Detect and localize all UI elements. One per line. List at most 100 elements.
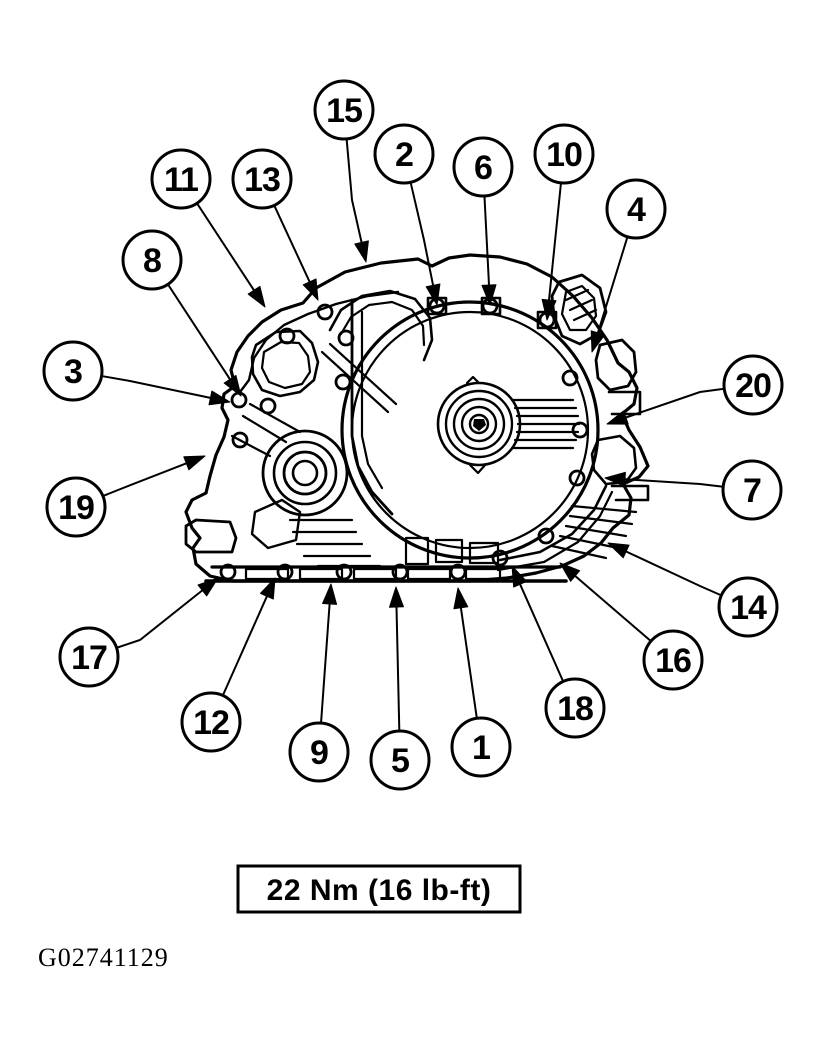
crank-hub-keyway — [473, 419, 486, 431]
callout-7[interactable]: 7 — [604, 459, 783, 521]
leader-arrowhead-15 — [354, 240, 369, 263]
callout-2[interactable]: 2 — [373, 123, 441, 306]
crank-hub-ring-5 — [468, 413, 490, 435]
crank-hub-tab — [465, 375, 480, 385]
leader-arrowhead-8 — [223, 374, 242, 397]
callout-bubble-2[interactable] — [373, 123, 435, 185]
callout-5[interactable]: 5 — [369, 586, 431, 791]
bolt-hole — [334, 373, 352, 391]
bolt-hole — [276, 563, 294, 581]
leader-line-10 — [548, 182, 562, 302]
leader-line-1 — [459, 606, 478, 719]
callout-bubble-5[interactable] — [369, 729, 431, 791]
callout-3[interactable]: 3 — [42, 340, 231, 406]
right-upper-hatching — [564, 288, 598, 322]
lower-left-triangular-pad — [250, 498, 302, 550]
callout-bubble-9[interactable] — [288, 721, 350, 783]
callout-9[interactable]: 9 — [288, 583, 350, 783]
leader-arrowhead-3 — [208, 390, 231, 406]
timing-arch-rib — [328, 289, 434, 362]
callout-number-13: 13 — [244, 161, 280, 199]
crank-hub-bottom-tab — [468, 462, 488, 475]
bolt-hole — [230, 391, 248, 409]
callout-number-19: 19 — [58, 489, 94, 527]
leader-line-5 — [395, 606, 401, 731]
callout-20[interactable]: 20 — [606, 354, 784, 425]
callout-bubble-1[interactable] — [450, 716, 512, 778]
callout-bubble-6[interactable] — [452, 136, 514, 198]
callout-13[interactable]: 13 — [231, 148, 319, 301]
leader-line-9 — [320, 602, 331, 724]
water-pump-pad-inner — [260, 340, 312, 390]
bolt-hole — [568, 469, 586, 487]
front-cover-casting — [184, 253, 650, 583]
leader-arrowhead-11 — [247, 285, 266, 308]
callout-bubble-3[interactable] — [42, 340, 104, 402]
callout-bubble-19[interactable] — [45, 476, 107, 538]
bellhousing-lower-flange-2 — [496, 490, 614, 572]
leader-line-14 — [625, 550, 722, 596]
callout-16[interactable]: 16 — [559, 562, 704, 691]
callout-bubble-11[interactable] — [150, 148, 212, 210]
callout-bubble-13[interactable] — [231, 148, 293, 210]
callout-number-11: 11 — [164, 161, 198, 199]
callout-bubble-8[interactable] — [121, 229, 183, 291]
right-mid-boss — [594, 338, 638, 392]
callout-bubble-14[interactable] — [717, 576, 779, 638]
callout-8[interactable]: 8 — [121, 229, 242, 397]
leader-line-15 — [345, 138, 363, 244]
callout-bubble-15[interactable] — [313, 79, 375, 141]
callout-number-15: 15 — [326, 92, 362, 130]
callout-4[interactable]: 4 — [590, 178, 667, 353]
callout-6[interactable]: 6 — [452, 136, 514, 306]
callout-12[interactable]: 12 — [180, 577, 276, 753]
callout-bubble-16[interactable] — [642, 629, 704, 691]
bolt-hole — [337, 329, 355, 347]
leader-arrowhead-16 — [559, 562, 581, 582]
callout-number-7: 7 — [743, 472, 761, 510]
callout-bubble-17[interactable] — [58, 626, 120, 688]
bellhousing-lower-flange — [498, 484, 608, 562]
callout-17[interactable]: 17 — [58, 577, 219, 688]
callout-bubble-12[interactable] — [180, 691, 242, 753]
callout-number-8: 8 — [143, 242, 161, 280]
torque-value-label: 22 Nm (16 lb-ft) — [267, 874, 492, 907]
right-lower-boss — [590, 434, 638, 486]
leader-arrowhead-4 — [590, 330, 606, 353]
callout-number-5: 5 — [391, 742, 409, 780]
bellhousing-inner-circle — [350, 310, 590, 550]
pump-boss-mid — [272, 440, 338, 506]
crank-hub-ring-3 — [452, 397, 506, 451]
callout-number-4: 4 — [627, 191, 646, 229]
leader-line-16 — [574, 575, 652, 642]
callout-14[interactable]: 14 — [607, 542, 779, 638]
leader-arrowhead-13 — [302, 278, 319, 301]
bolt-hole — [449, 563, 467, 581]
right-flange-step-2 — [610, 484, 650, 502]
callout-number-9: 9 — [310, 734, 328, 772]
leader-arrowhead-5 — [389, 586, 404, 608]
callout-15[interactable]: 15 — [313, 79, 375, 263]
crank-hub-ring-4 — [460, 405, 498, 443]
callout-bubble-4[interactable] — [605, 178, 667, 240]
bolt-hole — [491, 549, 509, 567]
callout-10[interactable]: 10 — [533, 123, 595, 321]
torque-spec-box: 22 Nm (16 lb-ft) — [236, 864, 522, 914]
lower-right-vent-hatching — [550, 504, 638, 560]
callout-number-20: 20 — [735, 367, 771, 405]
callout-19[interactable]: 19 — [45, 455, 206, 538]
bellhousing-left-wall — [350, 298, 394, 516]
callout-bubble-10[interactable] — [533, 123, 595, 185]
bolt-hole — [231, 431, 249, 449]
callout-bubble-20[interactable] — [722, 354, 784, 416]
callout-18[interactable]: 18 — [511, 565, 606, 739]
callout-1[interactable]: 1 — [450, 587, 512, 778]
water-pump-pad — [250, 329, 320, 398]
bolt-hole — [537, 527, 555, 545]
callout-11[interactable]: 11 — [150, 148, 266, 308]
callout-bubble-18[interactable] — [544, 677, 606, 739]
callout-bubble-7[interactable] — [721, 459, 783, 521]
callout-number-17: 17 — [71, 639, 107, 677]
leader-arrowhead-2 — [425, 283, 441, 306]
bolt-holes — [219, 297, 589, 581]
